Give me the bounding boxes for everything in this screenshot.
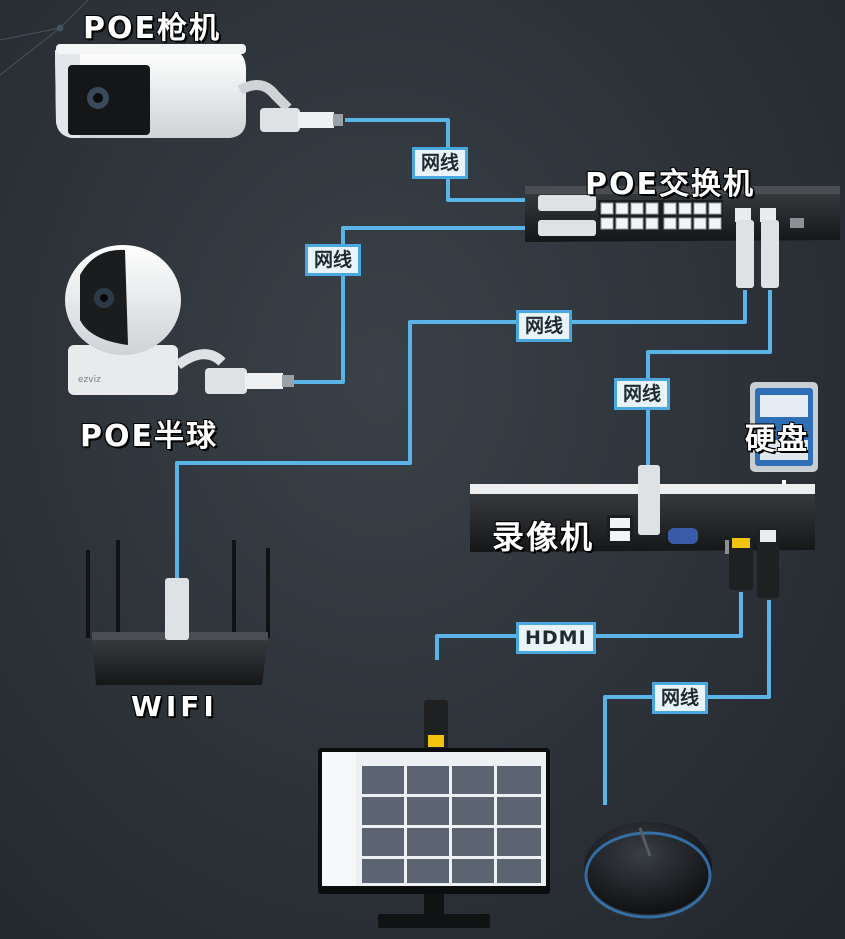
camera-brand-text: ezviz [78, 375, 101, 385]
label-hard-disk: 硬盘 [745, 422, 809, 457]
cable-switch-to-wifi [175, 290, 747, 578]
background-network-lines [0, 0, 89, 76]
mouse [584, 822, 712, 919]
poe-dome-camera: ezviz [65, 245, 294, 395]
cable-dome-to-switch [293, 226, 530, 384]
poe-switch [525, 186, 840, 288]
label-poe-switch: POE交换机 [585, 167, 755, 202]
cable-tag-switch-to-wifi: 网线 [516, 310, 573, 342]
monitor-video-grid [362, 766, 541, 883]
hard-disk [750, 382, 818, 512]
cable-tag-switch-to-nvr: 网线 [614, 378, 671, 410]
label-poe-dome-camera: POE半球 [80, 419, 218, 454]
cable-tag-dome-to-switch: 网线 [305, 244, 362, 276]
monitor [318, 700, 550, 928]
cable-tag-nvr-to-monitor: HDMI [516, 622, 596, 654]
poe-bullet-camera [55, 44, 343, 138]
wifi-router [86, 540, 270, 685]
label-wifi: WIFI [131, 690, 218, 723]
nvr-recorder [470, 465, 815, 598]
switch-ports [600, 202, 722, 230]
cable-tag-nvr-to-mouse: 网线 [652, 682, 709, 714]
label-nvr: 录像机 [492, 518, 595, 556]
label-poe-bullet-camera: POE枪机 [83, 11, 221, 46]
cable-tag-bullet-to-switch: 网线 [412, 147, 469, 179]
